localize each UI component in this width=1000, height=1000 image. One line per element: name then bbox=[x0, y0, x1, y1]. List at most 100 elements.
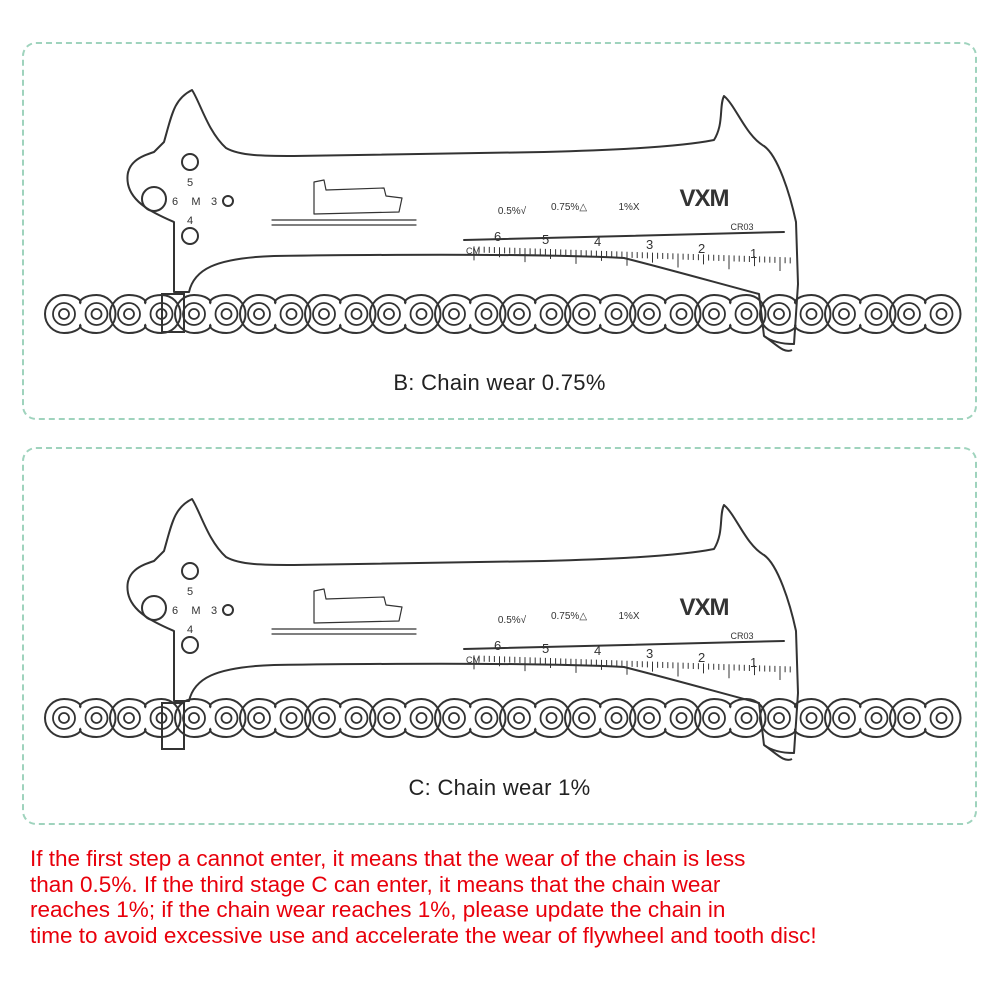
chain-roller bbox=[897, 302, 921, 326]
chain-pin bbox=[253, 712, 265, 724]
hole-label-m: M bbox=[191, 196, 200, 208]
chain-pin bbox=[805, 308, 818, 320]
chain-pin bbox=[383, 308, 395, 320]
chain-pin bbox=[448, 308, 460, 320]
chain-pin bbox=[123, 712, 135, 724]
chain-link bbox=[824, 293, 897, 335]
chain-roller bbox=[474, 706, 499, 730]
chain-link bbox=[304, 697, 377, 739]
chain-pin bbox=[123, 308, 135, 320]
chain-pin bbox=[708, 712, 720, 724]
chain-pin bbox=[838, 308, 850, 320]
hole-3mm bbox=[222, 604, 234, 616]
chain-link bbox=[889, 293, 962, 335]
chain-roller bbox=[409, 706, 434, 730]
chain-pin bbox=[350, 712, 363, 724]
chain-roller bbox=[799, 706, 824, 730]
chain-roller bbox=[247, 706, 271, 730]
chain-link bbox=[889, 697, 962, 739]
chain-pin bbox=[773, 712, 785, 724]
chain-link bbox=[109, 697, 182, 739]
brand-logo: VXM bbox=[679, 594, 728, 621]
chain-pin bbox=[610, 308, 623, 320]
chain-pin bbox=[318, 308, 330, 320]
chain-pin bbox=[740, 712, 753, 724]
chain-roller bbox=[702, 706, 726, 730]
hole-6mm bbox=[141, 186, 167, 212]
ruler-ticks bbox=[473, 246, 791, 272]
chain-pin bbox=[350, 308, 363, 320]
chain-link bbox=[759, 697, 832, 739]
chain-roller bbox=[182, 302, 206, 326]
chain-roller bbox=[377, 302, 401, 326]
hole-label-6: 6 bbox=[172, 196, 178, 208]
chain-roller bbox=[669, 302, 694, 326]
chain-pin bbox=[773, 308, 785, 320]
chain-roller bbox=[539, 302, 564, 326]
chain-pin bbox=[513, 712, 525, 724]
chain-link bbox=[499, 697, 572, 739]
scale-number-6: 6 bbox=[494, 229, 501, 244]
ruler-ticks bbox=[473, 655, 791, 681]
chain-pin bbox=[870, 712, 883, 724]
hole-5mm bbox=[181, 562, 199, 580]
chain-pin bbox=[610, 712, 623, 724]
chain-link bbox=[239, 697, 312, 739]
chain-pin bbox=[708, 308, 720, 320]
chain-roller bbox=[864, 302, 889, 326]
chain-pin bbox=[318, 712, 330, 724]
chain-link bbox=[759, 293, 832, 335]
wear-mark-075: 0.75%△ bbox=[551, 611, 587, 622]
chain-link bbox=[304, 293, 377, 335]
hole-3mm bbox=[222, 195, 234, 207]
tool-outline bbox=[126, 498, 799, 754]
chain-roller bbox=[832, 706, 856, 730]
chain-pin bbox=[480, 712, 493, 724]
chain-pin bbox=[903, 712, 915, 724]
chain-link bbox=[109, 293, 182, 335]
chain-roller bbox=[539, 706, 564, 730]
chain-pin bbox=[903, 308, 915, 320]
chain-pin bbox=[643, 712, 655, 724]
bike-chain bbox=[44, 293, 962, 335]
chain-link bbox=[44, 697, 117, 739]
chain-roller bbox=[344, 706, 369, 730]
chain-roller bbox=[312, 302, 336, 326]
chain-link bbox=[369, 293, 442, 335]
chain-link bbox=[629, 697, 702, 739]
chain-roller bbox=[507, 302, 531, 326]
chain-pin bbox=[415, 712, 428, 724]
scale-number-5: 5 bbox=[542, 232, 549, 247]
chain-pin bbox=[480, 308, 493, 320]
model-label: CR03 bbox=[730, 631, 753, 641]
chain-roller bbox=[182, 706, 206, 730]
chain-pin bbox=[188, 712, 200, 724]
chain-roller bbox=[442, 302, 466, 326]
wear-mark-05: 0.5%√ bbox=[498, 614, 527, 626]
chain-pin bbox=[578, 712, 590, 724]
chain-pin bbox=[253, 308, 265, 320]
chain-checker-illustration-c: 5 6 M 3 4 0.5%√ 0.75%△ 1%X VXM CR03 CM 6… bbox=[44, 498, 962, 761]
chain-pin bbox=[935, 712, 948, 724]
chain-roller bbox=[84, 706, 109, 730]
chain-roller bbox=[637, 302, 661, 326]
scale-number-2: 2 bbox=[698, 241, 705, 256]
chain-pin bbox=[90, 712, 103, 724]
hole-label-3: 3 bbox=[211, 605, 217, 617]
note-line-4: time to avoid excessive use and accelera… bbox=[30, 922, 817, 948]
chain-roller bbox=[572, 302, 596, 326]
chain-pin bbox=[58, 712, 70, 724]
chain-checker-illustration-b: 5 6 M 3 4 0.5%√ 0.75%△ 1%X VXM CR03 CM 6… bbox=[44, 89, 962, 352]
chain-pin bbox=[805, 712, 818, 724]
mini-tool-icon bbox=[313, 588, 403, 624]
wear-mark-05: 0.5%√ bbox=[498, 205, 527, 217]
tool-tip bbox=[763, 744, 793, 761]
chain-pin bbox=[448, 712, 460, 724]
chain-pin bbox=[188, 308, 200, 320]
wear-mark-1: 1%X bbox=[618, 611, 639, 622]
chain-pin bbox=[838, 712, 850, 724]
scale-number-5: 5 bbox=[542, 641, 549, 656]
chain-pin bbox=[675, 712, 688, 724]
chain-link bbox=[629, 293, 702, 335]
chain-roller bbox=[669, 706, 694, 730]
